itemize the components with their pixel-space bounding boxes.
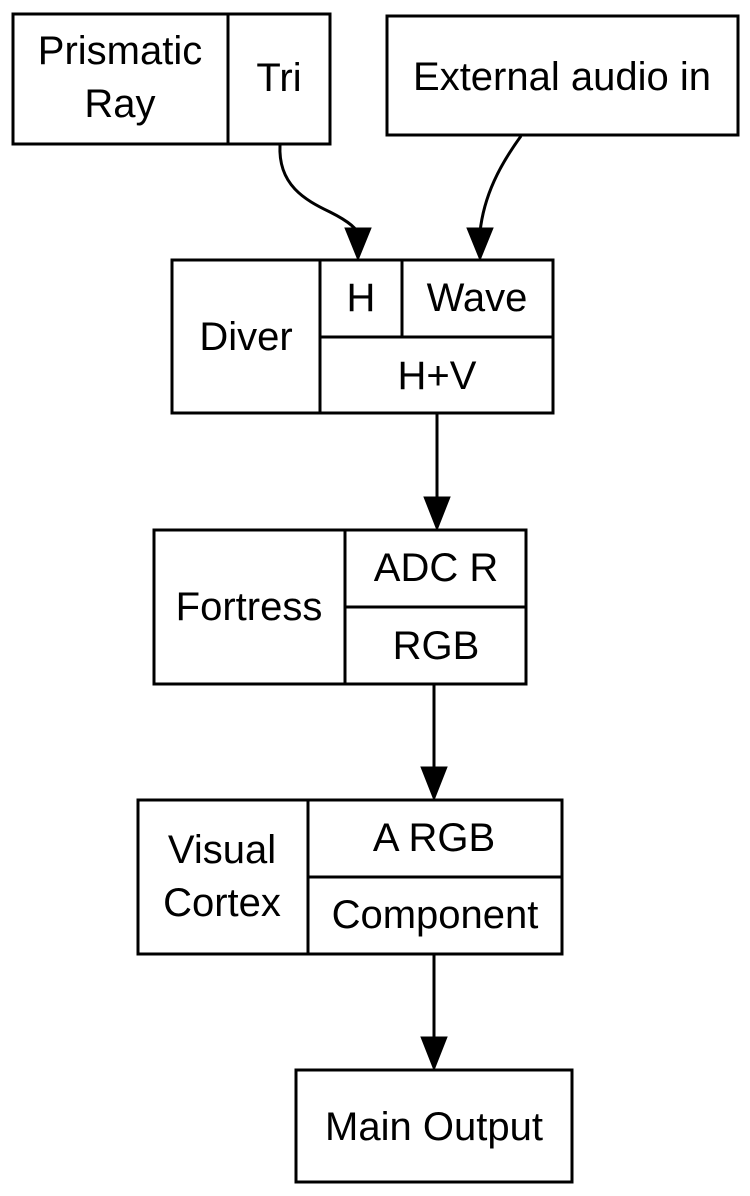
fortress-name: Fortress (176, 585, 323, 629)
prismatic-ray-box (11, 12, 332, 146)
port-wave: Wave (427, 276, 528, 320)
arrowhead-component-to-output (420, 1036, 448, 1072)
node-visual-cortex: Visual Cortex A RGB Component (136, 798, 564, 956)
arrowhead-rgb-to-argb (420, 766, 448, 802)
port-tri: Tri (256, 56, 301, 100)
main-output-label: Main Output (325, 1105, 543, 1149)
prismatic-ray-name-line-2: Ray (84, 82, 155, 126)
visual-cortex-name-line-1: Visual (168, 828, 276, 872)
edge-audio-to-wave (478, 135, 523, 233)
visual-cortex-name-line-2: Cortex (163, 881, 281, 925)
prismatic-ray-name-line-1: Prismatic (38, 29, 202, 73)
node-prismatic-ray: Prismatic Ray Tri (11, 12, 332, 146)
port-hv: H+V (398, 354, 477, 398)
node-fortress: Fortress ADC R RGB (152, 528, 528, 686)
edge-tri-to-h (278, 144, 360, 236)
edges (278, 135, 523, 1072)
arrowhead-tri-to-h (344, 227, 372, 262)
port-adc-r: ADC R (374, 546, 498, 590)
port-component: Component (332, 893, 539, 937)
diver-name: Diver (199, 315, 292, 359)
node-main-output: Main Output (294, 1068, 574, 1184)
port-h: H (347, 276, 376, 320)
port-a-rgb: A RGB (373, 816, 495, 860)
arrowhead-audio-to-wave (466, 227, 494, 262)
external-audio-label: External audio in (413, 55, 711, 99)
main-output-box (294, 1068, 574, 1184)
arrowhead-hv-to-adc (423, 496, 451, 532)
port-rgb: RGB (393, 624, 480, 668)
external-audio-box (385, 14, 740, 137)
node-diver: Diver H Wave H+V (170, 258, 555, 415)
node-external-audio: External audio in (385, 14, 740, 137)
